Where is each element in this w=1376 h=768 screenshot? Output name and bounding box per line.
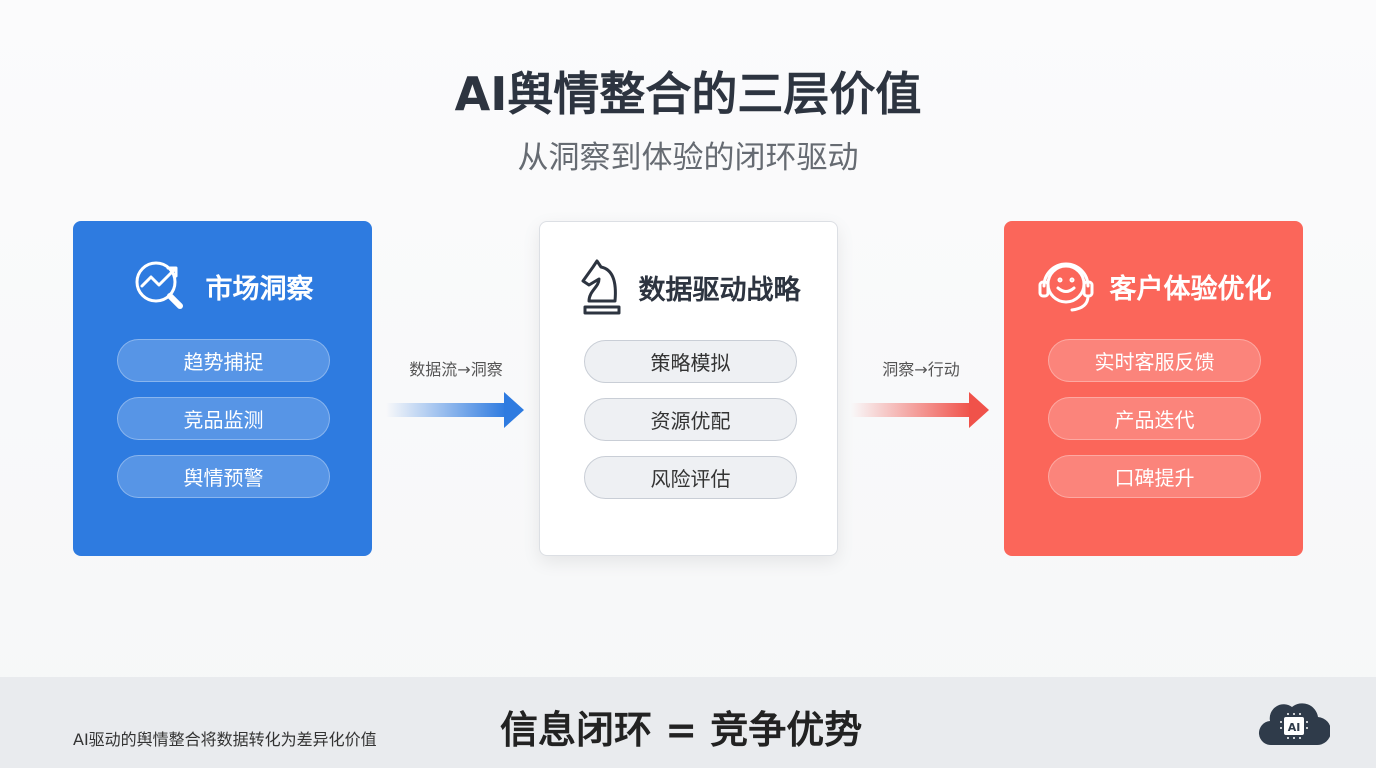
arrow-right-icon: [386, 392, 524, 428]
ai-cloud-logo-icon: AI: [1259, 703, 1330, 746]
flow-label: 数据流→洞察: [409, 360, 503, 379]
chart-magnifier-icon: [135, 261, 183, 309]
page-title: AI舆情整合的三层价值: [454, 67, 922, 121]
pill-item: 产品迭代: [1048, 397, 1261, 440]
pill-item: 资源优配: [584, 398, 797, 441]
pill-item: 实时客服反馈: [1048, 339, 1261, 382]
footer-note: AI驱动的舆情整合将数据转化为差异化价值: [73, 730, 377, 749]
arrow-right-icon: [851, 392, 989, 428]
chess-knight-icon: [581, 259, 620, 315]
card-title: 数据驱动战略: [638, 274, 801, 306]
pill-item: 口碑提升: [1048, 455, 1261, 498]
flow-label: 洞察→行动: [882, 360, 960, 379]
pill-item: 趋势捕捉: [117, 339, 330, 382]
flow-arrow-1: 数据流→洞察: [386, 356, 526, 432]
pill-item: 舆情预警: [117, 455, 330, 498]
pill-item: 风险评估: [584, 456, 797, 499]
pill-item: 策略模拟: [584, 340, 797, 383]
card-customer-experience: 客户体验优化 实时客服反馈 产品迭代 口碑提升: [1004, 221, 1303, 556]
card-market-insight: 市场洞察 趋势捕捉 竞品监测 舆情预警: [73, 221, 372, 556]
pill-item: 竞品监测: [117, 397, 330, 440]
card-title: 市场洞察: [205, 273, 314, 305]
card-title: 客户体验优化: [1109, 273, 1272, 305]
page-subtitle: 从洞察到体验的闭环驱动: [517, 140, 859, 176]
svg-text:AI: AI: [1288, 721, 1301, 734]
footer-bar: AI驱动的舆情整合将数据转化为差异化价值 信息闭环 = 竞争优势 AI: [0, 677, 1376, 768]
flow-arrow-2: 洞察→行动: [851, 356, 991, 432]
card-data-strategy: 数据驱动战略 策略模拟 资源优配 风险评估: [539, 221, 838, 556]
headset-icon: [1038, 262, 1093, 312]
footer-slogan: 信息闭环 = 竞争优势: [500, 708, 863, 752]
